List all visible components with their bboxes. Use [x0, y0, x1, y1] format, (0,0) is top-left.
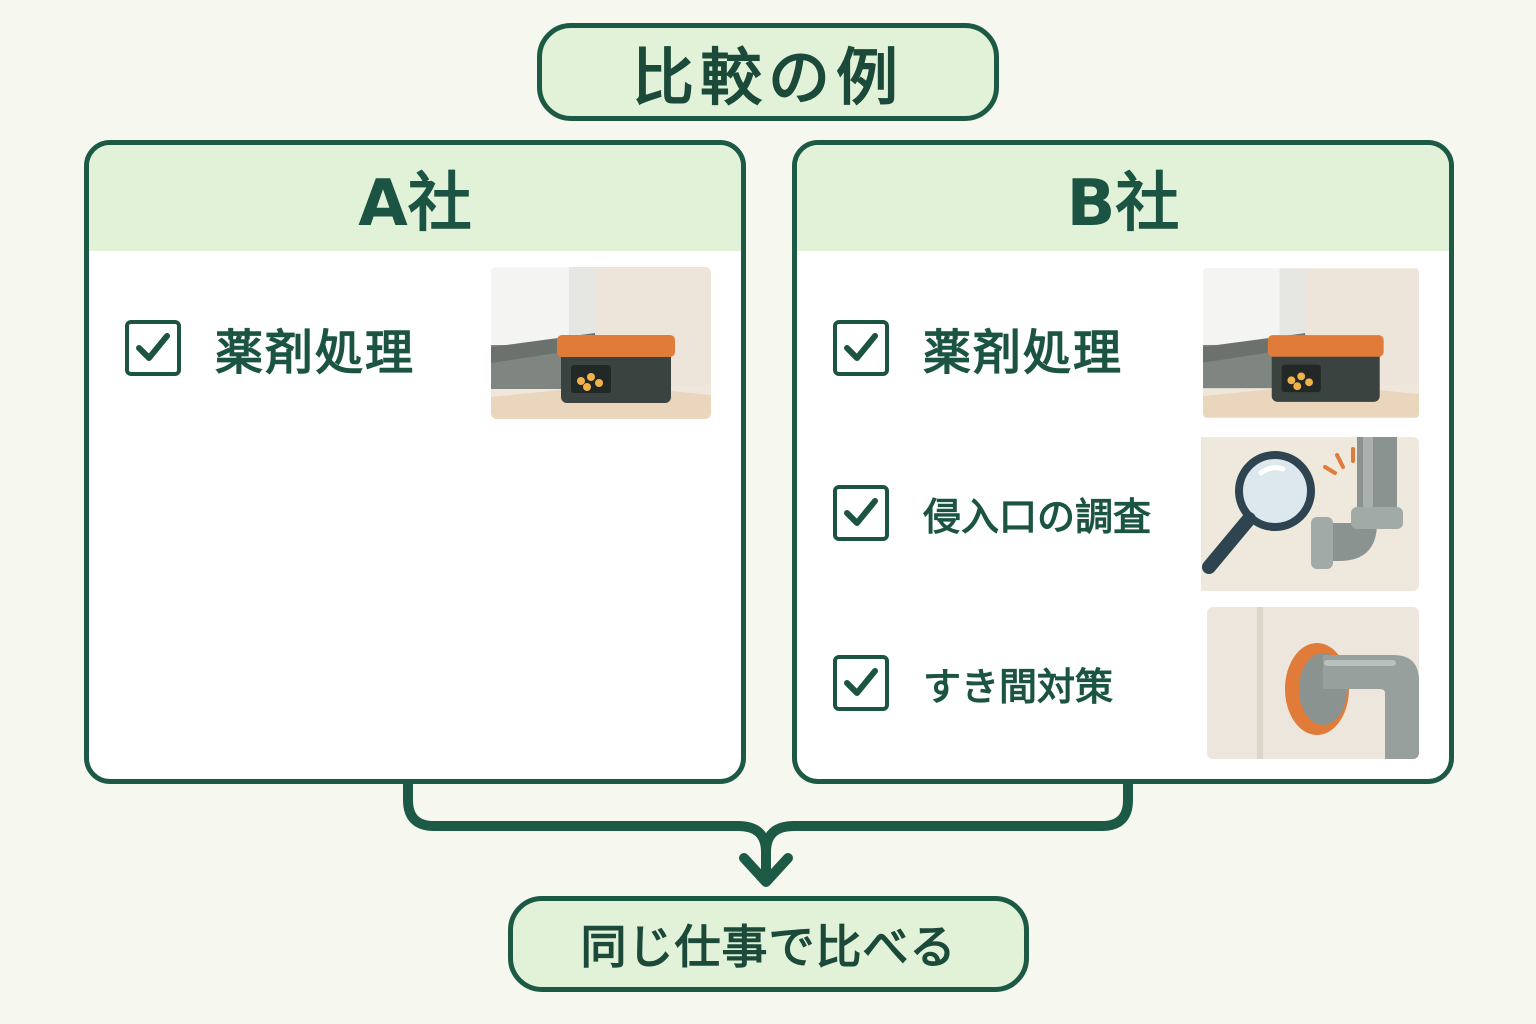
company-a-item-1: 薬剤処理	[125, 313, 415, 383]
company-b-item-2: 侵入口の調査	[833, 485, 1151, 541]
item-label: 侵入口の調査	[923, 494, 1152, 539]
conclusion-label: 同じ仕事で比べる	[508, 896, 1029, 992]
item-label: 薬剤処理	[215, 325, 416, 381]
company-b-item-1: 薬剤処理	[833, 313, 1123, 383]
company-a-card: A社 薬剤処理	[84, 140, 746, 784]
company-b-item-3: すき間対策	[833, 655, 1113, 711]
diagram-title: 比較の例	[537, 23, 999, 121]
checkbox	[833, 655, 889, 711]
bait-station-illustration	[1203, 267, 1419, 419]
check-icon	[844, 668, 878, 696]
company-b-name: B社	[797, 145, 1449, 251]
item-label: 薬剤処理	[923, 325, 1124, 381]
checkbox	[125, 320, 181, 376]
sealed-pipe-illustration	[1207, 607, 1419, 759]
item-label: すき間対策	[923, 664, 1114, 709]
check-icon	[136, 333, 170, 361]
checkbox	[833, 485, 889, 541]
company-a-name: A社	[89, 145, 741, 251]
checkbox	[833, 320, 889, 376]
magnifier-pipe-illustration	[1187, 437, 1419, 591]
down-arrow-icon	[739, 853, 793, 887]
check-icon	[844, 333, 878, 361]
company-b-card: B社 薬剤処理 侵入口の調査 すき間対策	[792, 140, 1454, 784]
check-icon	[844, 498, 878, 526]
bait-station-illustration	[491, 267, 711, 419]
